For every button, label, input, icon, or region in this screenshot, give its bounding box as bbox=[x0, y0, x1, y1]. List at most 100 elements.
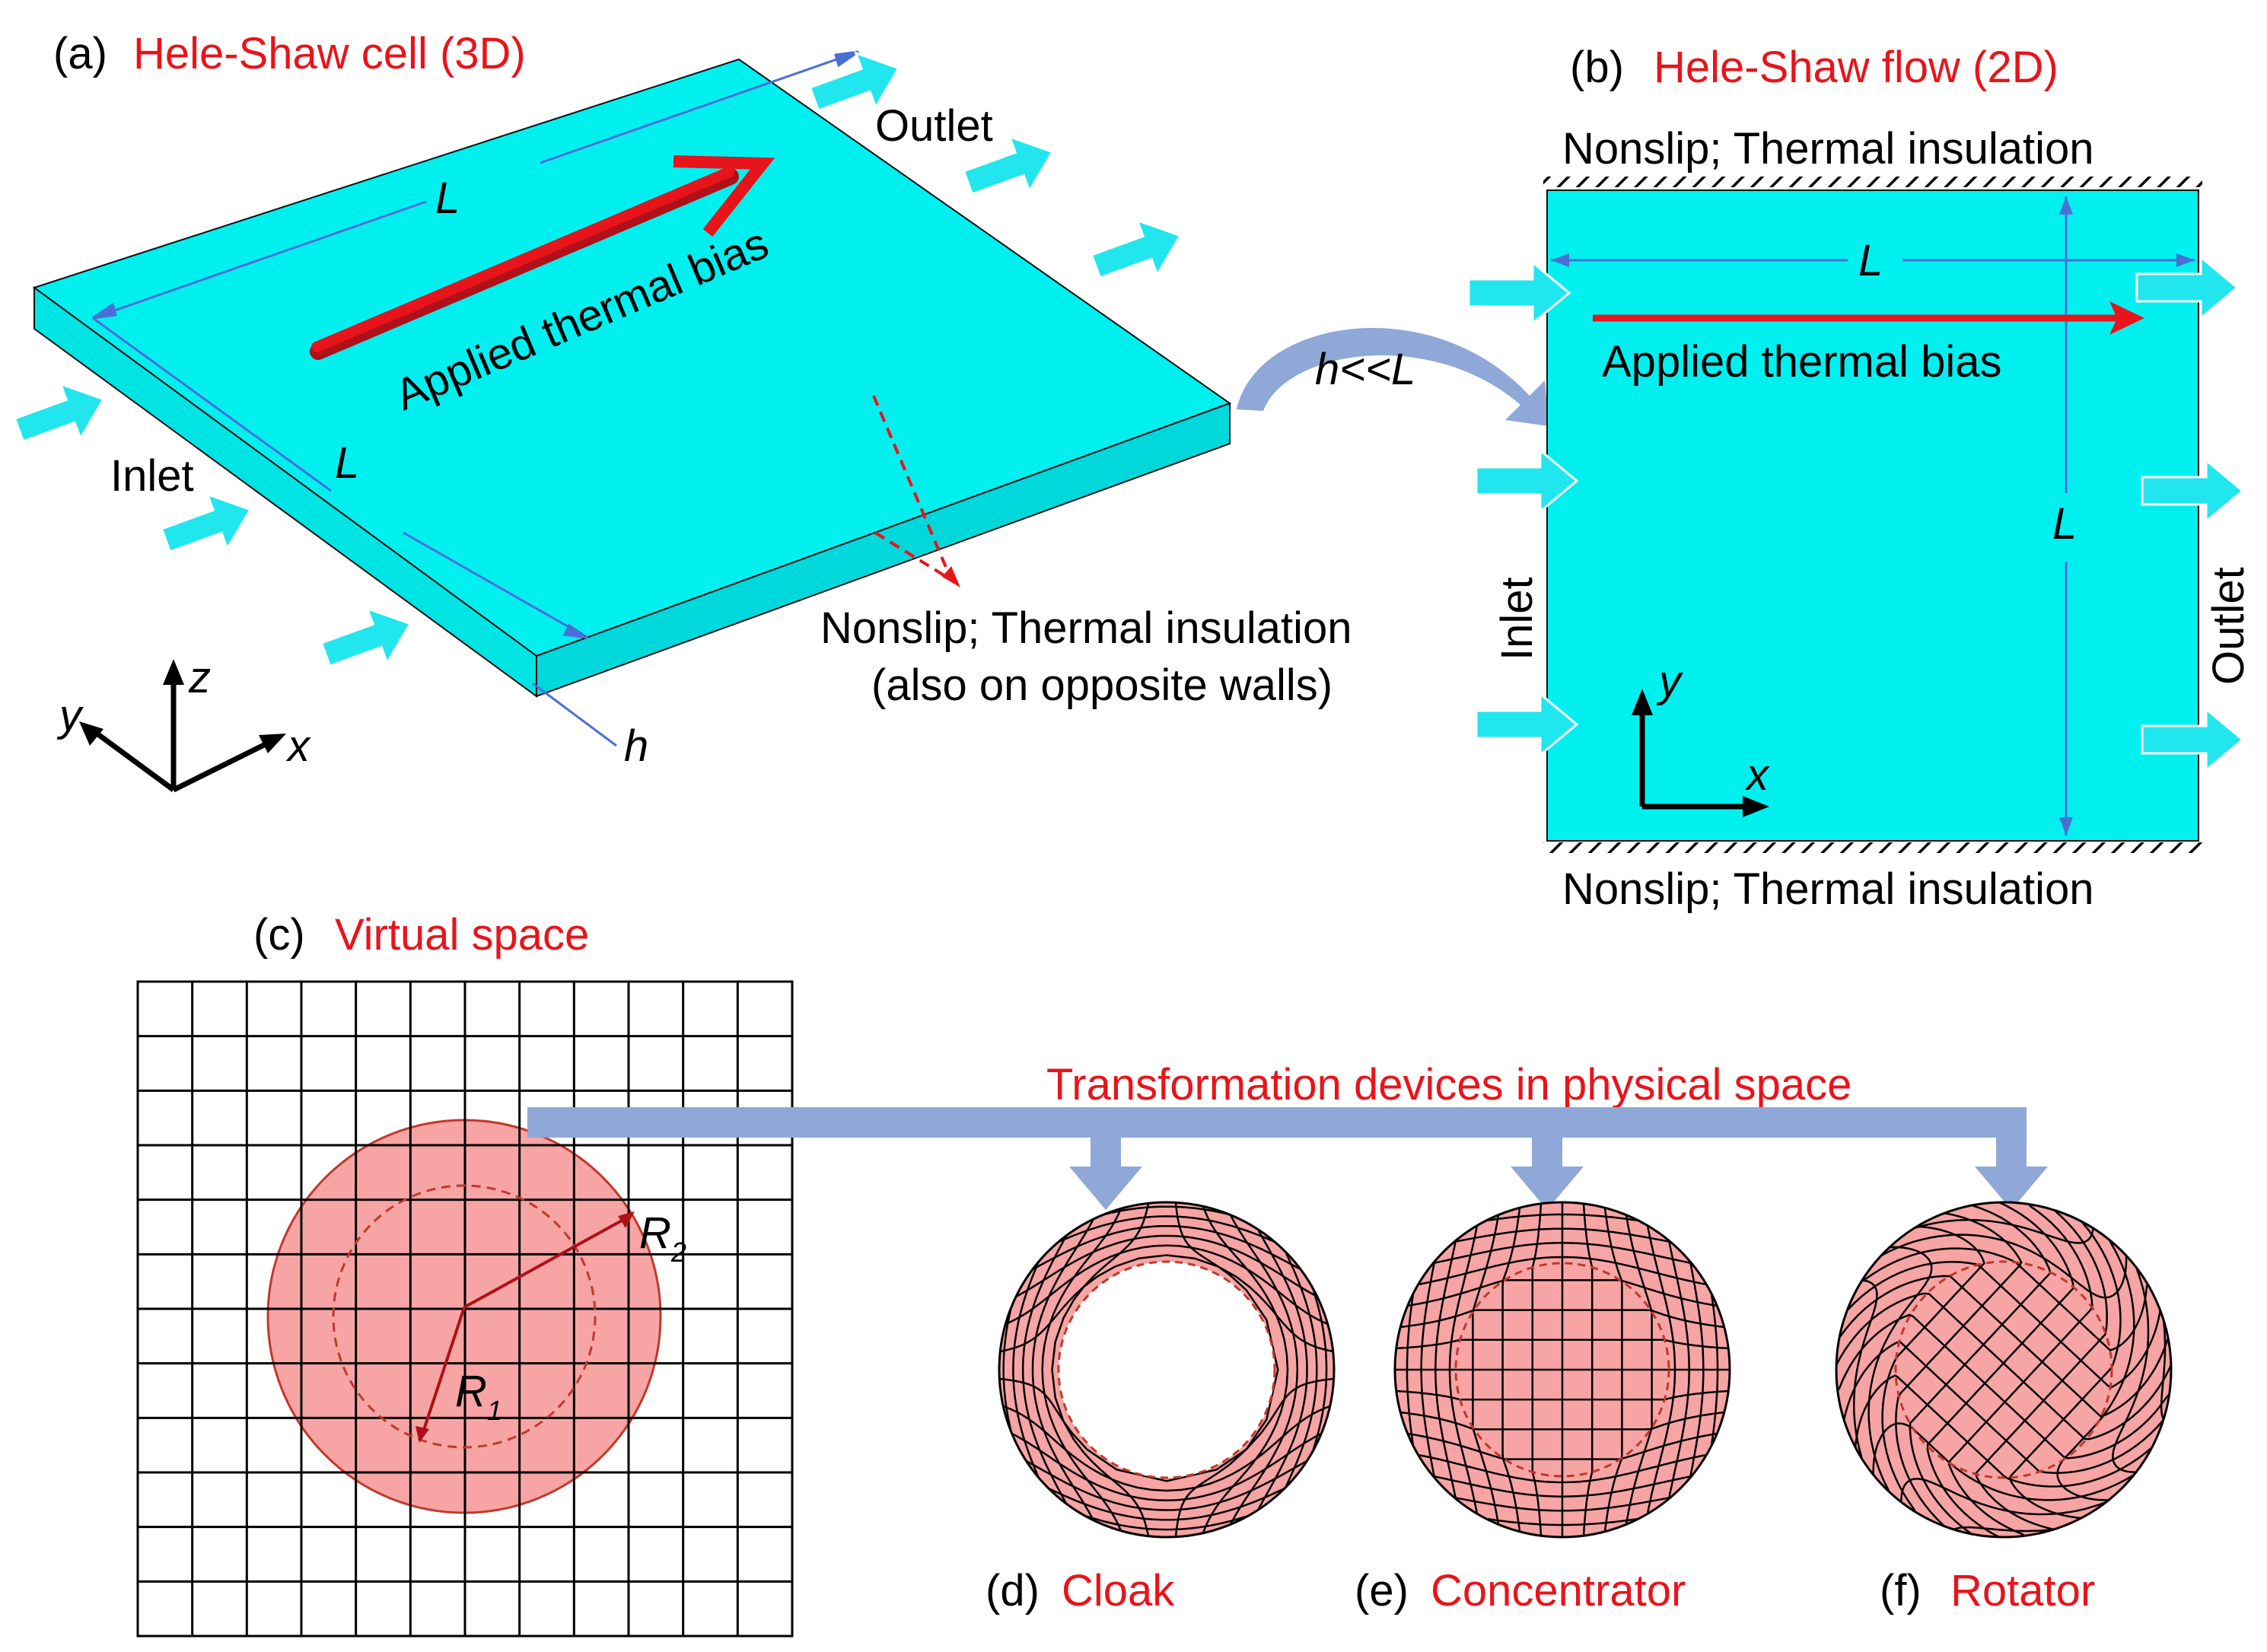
axis-y-head-b bbox=[1632, 689, 1653, 715]
axis-x-head bbox=[259, 734, 286, 753]
rotator-mesh-line bbox=[1947, 1202, 2093, 1537]
rotator-mesh-line bbox=[1836, 1275, 2171, 1418]
inner-radius-circle bbox=[332, 1184, 597, 1449]
connector-label: h<<L bbox=[1315, 345, 1415, 394]
device-e-tag: (e) bbox=[1355, 1566, 1409, 1615]
r1-arrowhead bbox=[416, 1426, 429, 1443]
axis-z-label-a: z bbox=[188, 653, 211, 702]
cloak-mesh-line bbox=[1256, 1202, 1308, 1537]
rotator-mesh-line bbox=[1836, 1292, 2171, 1440]
axes-b bbox=[1639, 704, 1750, 810]
rotator-device bbox=[1835, 1201, 2173, 1539]
dim-top-a: L bbox=[435, 173, 460, 223]
rotator-mesh-line bbox=[1926, 1202, 2074, 1537]
rotator-mesh-line bbox=[2008, 1202, 2122, 1537]
cloak-mesh-line bbox=[999, 1234, 1334, 1298]
panel-a-tag: (a) bbox=[53, 29, 107, 78]
r1-label: R1 bbox=[455, 1367, 502, 1426]
device-f-tag: (f) bbox=[1880, 1566, 1922, 1615]
r2-arrowhead bbox=[618, 1211, 635, 1228]
panel-b-title: Hele-Shaw flow (2D) bbox=[1654, 43, 2058, 92]
panel-b-tag: (b) bbox=[1570, 43, 1624, 92]
rotator-mesh-line bbox=[1895, 1202, 2023, 1537]
radius-lines bbox=[421, 1214, 631, 1435]
wall-note-1-a: Nonslip; Thermal insulation bbox=[820, 603, 1352, 653]
axis-y-label-a: y bbox=[56, 691, 84, 740]
concentrator-device bbox=[1393, 1201, 1731, 1539]
axis-x-label-a: x bbox=[285, 721, 311, 771]
dim-h-a: h bbox=[624, 721, 648, 771]
panel-a-title: Hele-Shaw cell (3D) bbox=[133, 29, 526, 78]
device-d-name: Cloak bbox=[1062, 1566, 1175, 1615]
dim-right-b: L bbox=[2052, 499, 2077, 549]
wall-top-hatch-b bbox=[1543, 177, 2202, 187]
wall-note-2-a: (also on opposite walls) bbox=[871, 660, 1332, 710]
dim-arrow-b-left bbox=[1551, 253, 1569, 267]
cloak-mesh-line bbox=[999, 1224, 1334, 1271]
dim-arrow-b-bottom bbox=[2059, 817, 2073, 836]
concentrator-mesh-line bbox=[1603, 1202, 1623, 1537]
dimension-lines-b bbox=[1551, 196, 2195, 836]
axis-x-label-b: x bbox=[1744, 750, 1770, 800]
rotator-mesh-line bbox=[1836, 1261, 2171, 1389]
axes-a bbox=[91, 676, 272, 793]
devices-header: Transformation devices in physical space bbox=[1046, 1060, 1851, 1109]
concentrator-mesh-line bbox=[1582, 1202, 1594, 1537]
rotator-mesh-line bbox=[1836, 1340, 2171, 1474]
outlet-label-b: Outlet bbox=[2204, 567, 2253, 685]
virtual-grid-lines bbox=[138, 982, 792, 1636]
concentrator-mesh-line bbox=[1395, 1411, 1730, 1431]
cloak-mesh-line bbox=[1174, 1202, 1279, 1537]
h-much-less-than-l-connector: h<<L bbox=[1237, 328, 1549, 426]
wall-bottom-label-b: Nonslip; Thermal insulation bbox=[1562, 864, 2094, 914]
cloak-mesh-line bbox=[999, 1244, 1334, 1326]
axis-x-head-b bbox=[1743, 796, 1769, 817]
dim-arrow-b-top bbox=[2059, 196, 2073, 215]
axis-z-head bbox=[163, 659, 184, 685]
concentrator-mesh-line bbox=[1625, 1202, 1653, 1537]
dim-top-b: L bbox=[1858, 236, 1883, 285]
panel-c-title: Virtual space bbox=[335, 910, 589, 960]
wall-pointer-head-a bbox=[942, 566, 960, 587]
concentrator-mesh-line bbox=[1395, 1389, 1730, 1401]
rotator-mesh-line bbox=[1836, 1233, 2171, 1299]
bias-label-b: Applied thermal bias bbox=[1602, 337, 2002, 387]
outlet-arrows-a bbox=[808, 51, 1183, 279]
concentrator-mesh-line bbox=[1395, 1475, 1730, 1498]
r2-label: R2 bbox=[639, 1208, 686, 1268]
panel-c: (c) Virtual space R2 R1 bbox=[136, 910, 794, 1638]
wall-top-label-b: Nonslip; Thermal insulation bbox=[1562, 124, 2094, 173]
inlet-arrows-a bbox=[13, 382, 412, 667]
cloak-mesh-line bbox=[999, 1405, 1334, 1492]
device-f-name: Rotator bbox=[1950, 1566, 2095, 1615]
rotator-mesh-line bbox=[1881, 1202, 1985, 1537]
dim-left-a: L bbox=[335, 438, 359, 488]
panel-c-tag: (c) bbox=[253, 910, 305, 960]
rotator-mesh-line bbox=[1836, 1374, 2171, 1488]
outlet-arrows-b bbox=[2135, 254, 2245, 773]
axis-y-head bbox=[79, 721, 103, 746]
concentrator-mesh-line bbox=[1395, 1453, 1730, 1484]
distribution-arrows bbox=[527, 1107, 2048, 1210]
rotator-mesh-line bbox=[1836, 1313, 2171, 1459]
inlet-arrows-b bbox=[1467, 259, 1579, 758]
rotator-mesh-line bbox=[1974, 1202, 2108, 1537]
cloak-mesh-line bbox=[1202, 1202, 1289, 1537]
device-e-name: Concentrator bbox=[1431, 1566, 1686, 1615]
concentrator-mesh-line bbox=[1395, 1432, 1730, 1460]
device-d-tag: (d) bbox=[985, 1566, 1040, 1615]
flow-domain-b bbox=[1546, 189, 2199, 842]
rotator-mesh-line bbox=[1836, 1422, 2171, 1501]
panel-a: (a) Hele-Shaw cell (3D) L L h Appl bbox=[13, 29, 1352, 793]
cloak-mesh-line bbox=[1229, 1202, 1299, 1537]
cloak-mesh-line bbox=[999, 1432, 1334, 1502]
rotator-mesh-line bbox=[2056, 1202, 2135, 1537]
inlet-label-b: Inlet bbox=[1492, 577, 1542, 660]
transformation-devices: Transformation devices in physical space bbox=[527, 1060, 2173, 1615]
hele-shaw-slab bbox=[32, 58, 1232, 698]
cloak-mesh-line bbox=[999, 1459, 1334, 1511]
wall-pointer-arrows-a bbox=[872, 395, 953, 581]
thermal-bias-arrow-a bbox=[310, 155, 775, 360]
rotator-mesh-line bbox=[1836, 1247, 2171, 1351]
